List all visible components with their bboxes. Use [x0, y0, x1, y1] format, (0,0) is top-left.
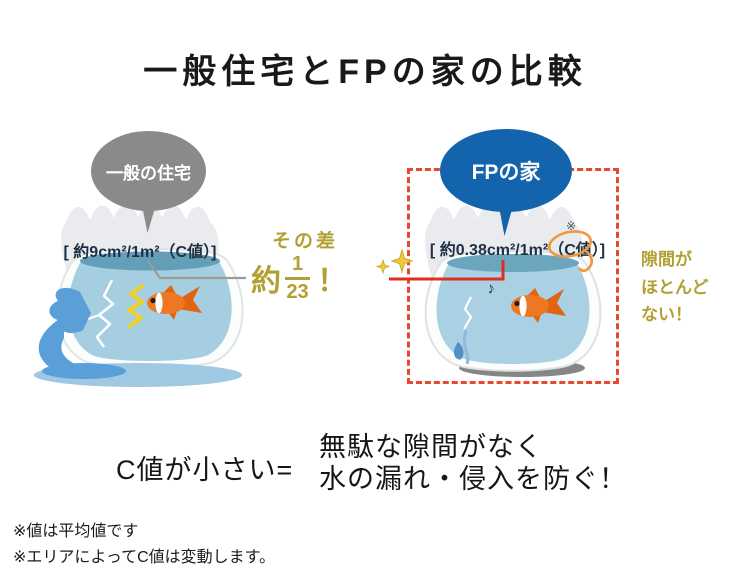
difference-label: その差: [271, 231, 338, 252]
footnotes: ※値は平均値です ※エリアによってC値は変動します。: [13, 519, 275, 572]
equation-right-line: 水の漏れ・侵入を防ぐ！: [319, 464, 627, 495]
gap-note-line: ほとんど: [641, 277, 709, 297]
fraction-numerator: 1: [285, 253, 311, 280]
music-note-icon: ♪: [485, 280, 496, 298]
fraction-denominator: 23: [286, 280, 309, 303]
equation-left-side: C値が小さい=: [116, 455, 294, 485]
footnote-line: ※値は平均値です: [13, 523, 139, 540]
gray-connector-line: [147, 260, 246, 280]
general-house-bubble-label: 一般の住宅: [106, 163, 191, 183]
red-connector-line: [389, 260, 505, 281]
fraction: 1 23: [285, 253, 311, 304]
fp-house-bubble-label: FPの家: [471, 160, 541, 184]
bubble-tail: [141, 203, 156, 233]
general-house-c-value: [ 約9cm²/1m²（C値）]: [63, 244, 217, 261]
general-house-fishbowl-illustration: [34, 204, 244, 387]
gap-note: 隙間が ほとんど ない！: [641, 246, 727, 329]
equation-right-line: 無駄な隙間がなく: [319, 432, 543, 462]
fp-house-c-value: [ 約0.38cm²/1m²（C値）]: [429, 242, 606, 259]
water-splash: [49, 287, 91, 334]
equation-right-side: 無駄な隙間がなく 水の漏れ・侵入を防ぐ！: [319, 431, 627, 496]
difference-approx: 約: [251, 265, 281, 298]
water-stream: [38, 316, 102, 376]
goldfish-happy: [511, 288, 566, 323]
gap-note-line: 隙間が: [641, 250, 692, 269]
reference-asterisk: ※: [566, 219, 577, 233]
distress-zigzag-icon: [127, 284, 144, 328]
gap-note-line: ない！: [641, 305, 692, 325]
tiny-seep: [463, 329, 470, 365]
water-surface: [447, 254, 579, 272]
puddle-swirl: [42, 363, 126, 379]
goldfish-distressed: [147, 285, 202, 320]
small-crack-icon: [463, 296, 473, 330]
bubble-tail: [498, 204, 514, 236]
difference-value: 約 1 23 ！: [251, 247, 347, 309]
page-title: 一般住宅とFPの家の比較: [143, 53, 587, 91]
crack-branch: [87, 314, 100, 320]
orange-circle-annotation-icon: [548, 230, 594, 273]
footnote-line: ※エリアによってC値は変動します。: [13, 549, 276, 567]
tiny-drop: [453, 342, 464, 360]
difference-exclamation: ！: [317, 265, 348, 298]
fp-house-fishbowl-illustration: ♪: [424, 204, 602, 377]
sparkle-icon: [376, 248, 414, 275]
general-house-bubble: 一般の住宅: [91, 131, 206, 233]
fp-house-bubble: FPの家: [440, 129, 572, 236]
water-surface: [80, 251, 220, 271]
